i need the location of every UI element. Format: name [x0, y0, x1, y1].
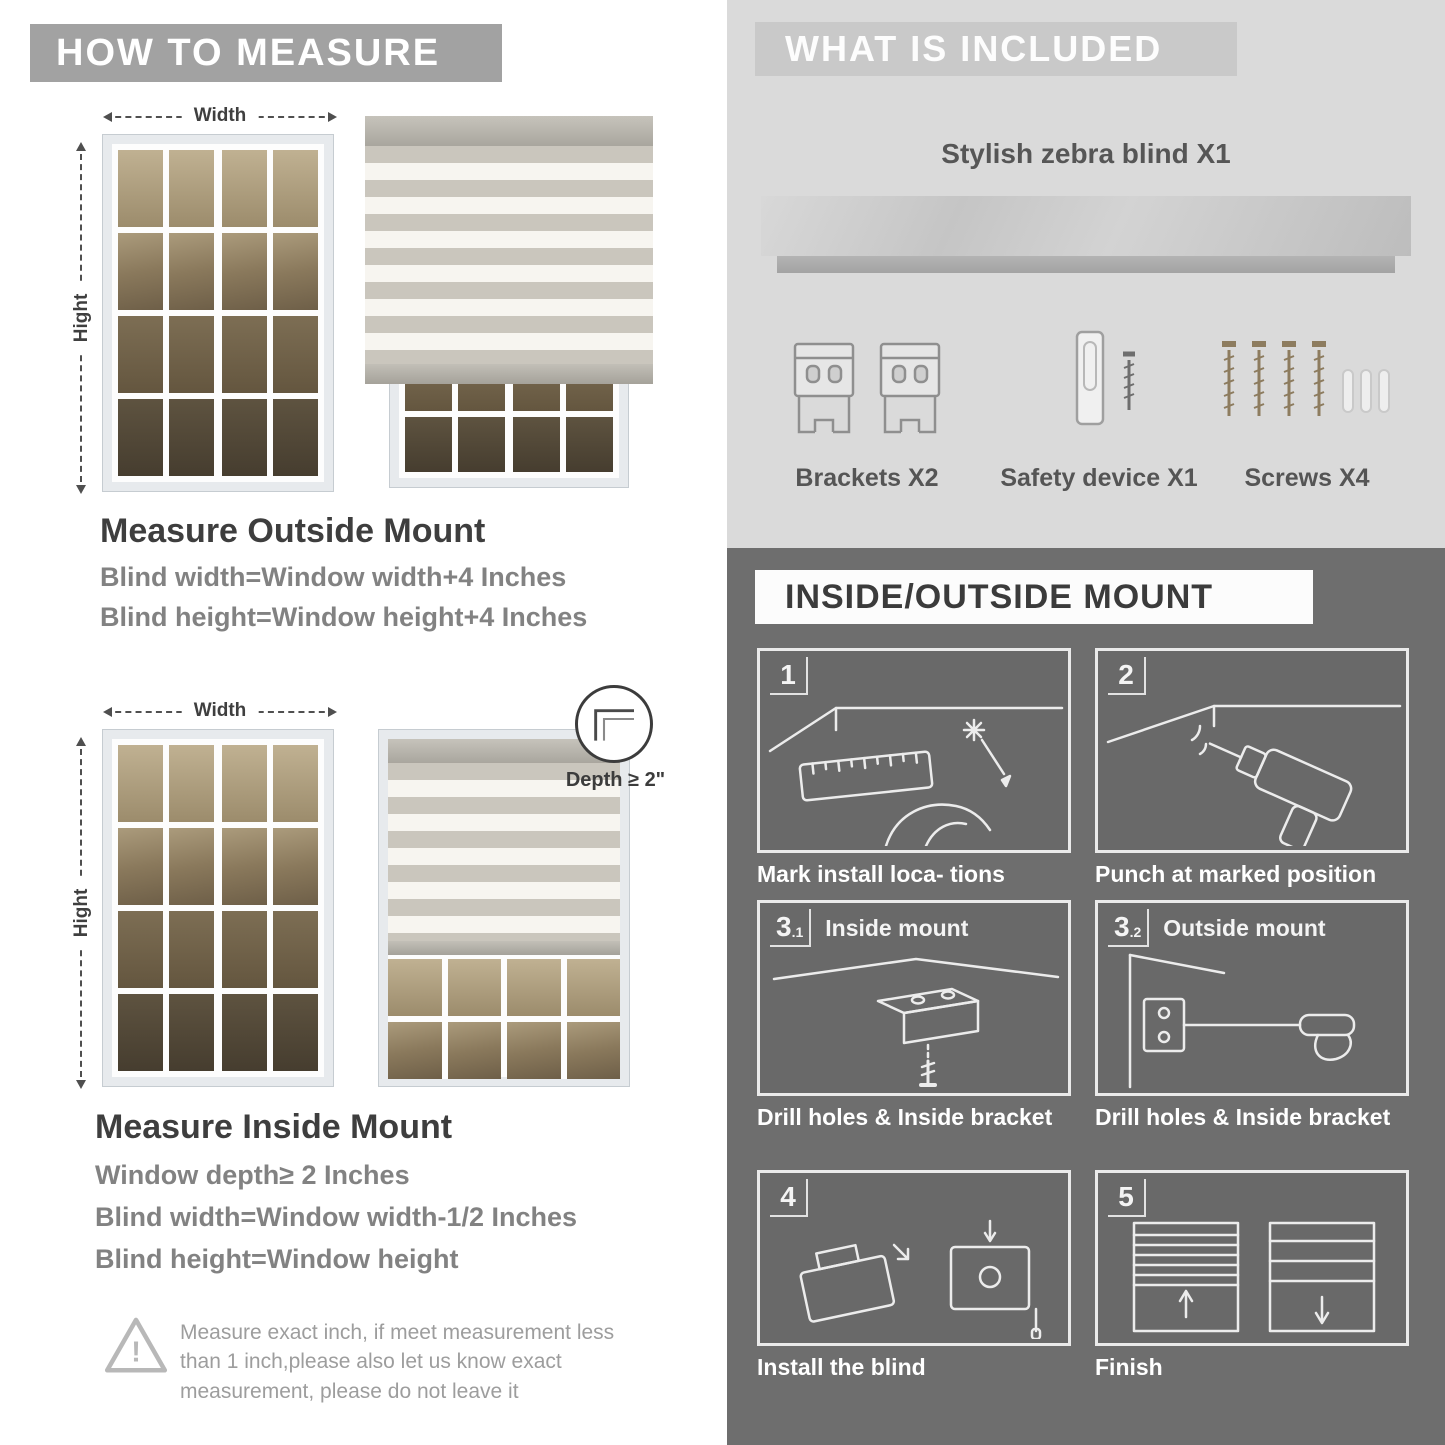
screws-icon [1215, 330, 1390, 444]
step-panel-5: 5 [1095, 1170, 1409, 1346]
height-arrow: Hight [71, 737, 93, 1089]
window-sash [222, 150, 318, 476]
step-title: Inside mount [825, 914, 969, 941]
headrail-lip [777, 256, 1395, 273]
width-arrow: Width [103, 105, 337, 127]
what-is-included-section: WHAT IS INCLUDED Stylish zebra blind X1 [727, 0, 1445, 548]
step-number: 5 [1108, 1179, 1146, 1217]
step-caption-1: Mark install loca- tions [757, 861, 1005, 887]
step-header: 3.1 Inside mount [770, 909, 968, 947]
install-blind-illustration [799, 1219, 1042, 1339]
inside-mount-figure: Width Hight [60, 685, 665, 1100]
width-label: Width [181, 700, 259, 722]
zebra-blind-headrail-illustration [761, 196, 1411, 256]
step-number: 3.1 [770, 909, 812, 947]
how-to-measure-header: HOW TO MEASURE [30, 24, 502, 82]
step-caption-3-1: Drill holes & Inside bracket [757, 1104, 1053, 1130]
inside-bracket-illustration [772, 957, 1060, 1087]
window-sash [118, 150, 214, 476]
mark-locations-illustration [768, 706, 1064, 846]
inside-rule-depth: Window depth≥ 2 Inches [95, 1160, 410, 1190]
window-corner-icon [594, 709, 634, 741]
outside-mount-title: Measure Outside Mount [100, 512, 486, 550]
outside-bracket-illustration [1128, 953, 1356, 1089]
window-illustration [102, 134, 334, 492]
inside-rule-height: Blind height=Window height [95, 1244, 459, 1274]
step-title: Outside mount [1163, 914, 1326, 941]
what-is-included-header: WHAT IS INCLUDED [755, 22, 1237, 76]
inside-rule-width: Blind width=Window width-1/2 Inches [95, 1202, 578, 1232]
step-panel-3-2: 3.2 Outside mount [1095, 900, 1409, 1096]
depth-label: Depth ≥ 2" [565, 769, 666, 791]
step-number: 3.2 [1108, 909, 1150, 947]
step-number: 4 [770, 1179, 808, 1217]
mount-guide-header: INSIDE/OUTSIDE MOUNT [755, 570, 1313, 624]
mount-guide-section: INSIDE/OUTSIDE MOUNT 1 [727, 548, 1445, 1445]
safety-device-label: Safety device X1 [1000, 464, 1198, 492]
width-arrow: Width [103, 700, 337, 722]
step-panel-1: 1 [757, 648, 1071, 853]
outside-rule-width: Blind width=Window width+4 Inches [100, 562, 567, 592]
how-to-measure-section: HOW TO MEASURE Width Hight [0, 0, 712, 1445]
inside-blind-illustration [378, 729, 630, 1087]
warning-exclamation: ! [131, 1336, 141, 1368]
finish-illustration [1132, 1221, 1376, 1333]
step-caption-2: Punch at marked position [1095, 861, 1377, 887]
zebra-blind [365, 116, 653, 384]
brackets-icon [793, 342, 941, 434]
height-arrow: Hight [71, 142, 93, 494]
step-number: 1 [770, 657, 808, 695]
height-label: Hight [71, 878, 93, 948]
inside-mount-title: Measure Inside Mount [95, 1108, 453, 1146]
step-caption-3-2: Drill holes & Inside bracket [1095, 1104, 1391, 1130]
brackets-label: Brackets X2 [795, 464, 939, 492]
right-column: WHAT IS INCLUDED Stylish zebra blind X1 [727, 0, 1445, 1445]
depth-detail-circle [575, 685, 653, 763]
warning-text: Measure exact inch, if meet measurement … [180, 1321, 615, 1403]
outside-rule-height: Blind height=Window height+4 Inches [100, 602, 588, 632]
height-label: Hight [71, 283, 93, 353]
warning-icon: ! [104, 1317, 168, 1373]
window-illustration [102, 729, 334, 1087]
screws-label: Screws X4 [1244, 464, 1370, 492]
blind-product-label: Stylish zebra blind X1 [941, 138, 1231, 169]
step-panel-4: 4 [757, 1170, 1071, 1346]
step-caption-5: Finish [1095, 1354, 1163, 1380]
drill-illustration [1106, 704, 1402, 846]
step-caption-4: Install the blind [757, 1354, 926, 1380]
step-panel-2: 2 [1095, 648, 1409, 853]
outside-blind-illustration [365, 116, 653, 491]
step-header: 3.2 Outside mount [1108, 909, 1326, 947]
step-number: 2 [1108, 657, 1146, 695]
outside-mount-figure: Width Hight [60, 100, 660, 500]
safety-device-icon [1075, 330, 1135, 426]
width-label: Width [181, 105, 259, 127]
step-panel-3-1: 3.1 Inside mount [757, 900, 1071, 1096]
